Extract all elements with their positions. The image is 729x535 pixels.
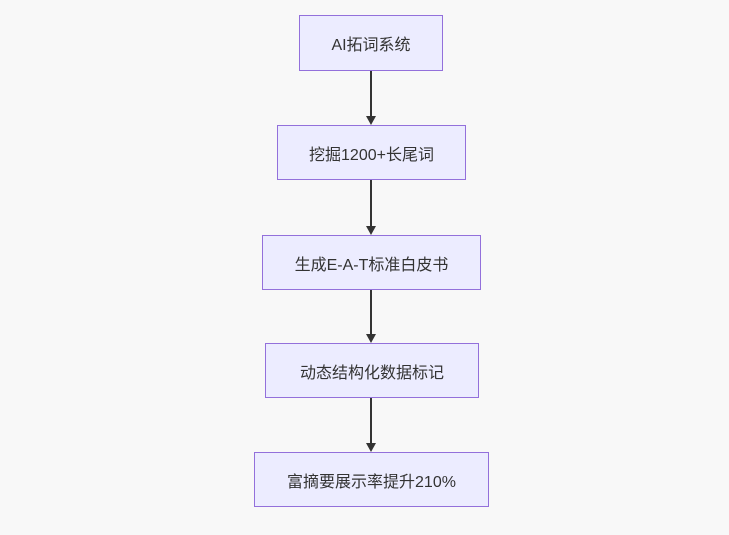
arrow-line (370, 71, 372, 117)
arrowhead-down-icon (366, 226, 376, 235)
arrowhead-down-icon (366, 443, 376, 452)
arrowhead-down-icon (366, 334, 376, 343)
node-label: 富摘要展示率提升210% (287, 473, 456, 491)
arrow-line (370, 180, 372, 227)
flowchart-edge-4 (366, 398, 376, 452)
node-label: 动态结构化数据标记 (299, 364, 444, 382)
flowchart-edge-3 (366, 290, 376, 343)
flowchart-node-ai-system: AI拓词系统 (299, 15, 443, 71)
arrowhead-down-icon (366, 116, 376, 125)
arrow-line (370, 398, 372, 444)
flowchart-node-eat-whitepaper: 生成E-A-T标准白皮书 (262, 235, 481, 290)
node-label: 挖掘1200+长尾词 (309, 146, 434, 164)
arrow-line (370, 290, 372, 335)
flowchart-edge-1 (366, 71, 376, 125)
node-label: 生成E-A-T标准白皮书 (294, 256, 449, 274)
flowchart-edge-2 (366, 180, 376, 235)
flowchart-node-longtail-keywords: 挖掘1200+长尾词 (277, 125, 466, 180)
flowchart-node-rich-snippet-result: 富摘要展示率提升210% (254, 452, 489, 507)
node-label: AI拓词系统 (331, 37, 411, 54)
flowchart-node-structured-data: 动态结构化数据标记 (265, 343, 479, 398)
